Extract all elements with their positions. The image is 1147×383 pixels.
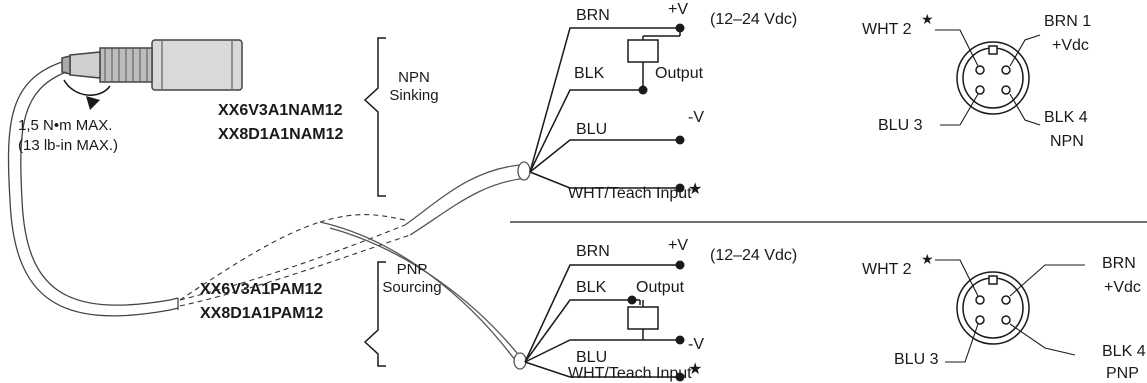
pnp-teach-star-icon: ★ — [688, 361, 703, 378]
pnp-pin3-label: BLU 3 — [894, 351, 939, 368]
npn-pin1-label-line1: BRN 1 — [1044, 13, 1092, 30]
torque-arrow — [63, 79, 111, 96]
sensor-body — [61, 39, 243, 91]
pnp-output-label: Output — [636, 279, 685, 296]
pnp-supply-minus: -V — [688, 336, 704, 353]
npn-connector-face — [935, 29, 1041, 126]
torque-label-line2: (13 lb-in MAX.) — [18, 137, 119, 154]
pnp-pin2-star-icon: ★ — [921, 251, 934, 267]
npn-supply-minus: -V — [688, 109, 704, 126]
npn-wiring — [529, 27, 681, 189]
npn-model-1: XX6V3A1NAM12 — [218, 102, 343, 119]
pnp-wiring — [524, 264, 680, 378]
pnp-pin4-label-line2: PNP — [1106, 365, 1139, 382]
pnp-cable — [319, 221, 527, 370]
npn-type-line1: NPN — [398, 69, 430, 86]
pnp-pin1-label-line2: +Vdc — [1104, 279, 1141, 296]
npn-supply-range: (12–24 Vdc) — [710, 11, 798, 28]
npn-output-label: Output — [655, 65, 704, 82]
npn-pin2-star-icon: ★ — [921, 11, 934, 27]
pnp-teach-label: WHT/Teach Input — [568, 365, 692, 382]
npn-pin2-label: WHT 2 — [862, 21, 912, 38]
pnp-wire-brn: BRN — [576, 243, 610, 260]
pnp-bracket — [363, 261, 386, 367]
pnp-wire-blu: BLU — [576, 349, 608, 366]
npn-terminals — [638, 23, 685, 193]
pnp-wire-blk: BLK — [576, 279, 607, 296]
pnp-pin2-label: WHT 2 — [862, 261, 912, 278]
pnp-connector-face — [935, 259, 1085, 363]
npn-pin3-label: BLU 3 — [878, 117, 923, 134]
npn-model-2: XX8D1A1NAM12 — [218, 126, 344, 143]
npn-wire-brn: BRN — [576, 7, 610, 24]
pnp-supply-plus: +V — [668, 237, 689, 254]
cable-dashed-routing — [179, 214, 411, 307]
npn-bracket — [363, 37, 386, 197]
npn-type-line2: Sinking — [389, 87, 439, 104]
pnp-terminals — [627, 260, 685, 382]
pnp-type-line2: Sourcing — [382, 279, 442, 296]
npn-wire-blk: BLK — [574, 65, 605, 82]
npn-cable — [404, 161, 531, 236]
pnp-supply-range: (12–24 Vdc) — [710, 247, 798, 264]
torque-label-line1: 1,5 N•m MAX. — [18, 117, 113, 134]
npn-supply-plus: +V — [668, 1, 689, 18]
npn-teach-label: WHT/Teach Input — [568, 185, 692, 202]
pnp-pin1-label-line1: BRN — [1102, 255, 1136, 272]
pnp-pin4-label-line1: BLK 4 — [1102, 343, 1146, 360]
npn-pin4-label-line2: NPN — [1050, 133, 1084, 150]
npn-wire-blu: BLU — [576, 121, 608, 138]
npn-pin4-label-line1: BLK 4 — [1044, 109, 1088, 126]
pnp-type-line1: PNP — [396, 261, 428, 278]
npn-teach-star-icon: ★ — [688, 181, 703, 198]
cable — [7, 61, 179, 317]
pnp-model-1: XX6V3A1PAM12 — [200, 281, 323, 298]
npn-pin1-label-line2: +Vdc — [1052, 37, 1089, 54]
pnp-model-2: XX8D1A1PAM12 — [200, 305, 324, 322]
